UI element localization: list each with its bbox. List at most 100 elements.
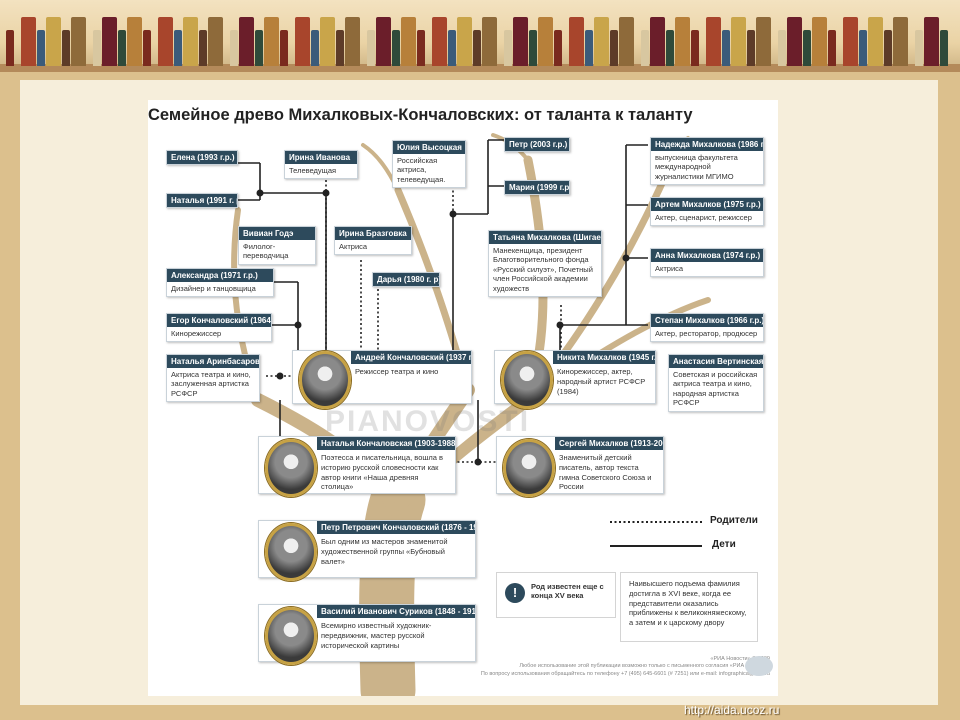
book-spine — [401, 17, 416, 66]
portrait-photo — [265, 439, 317, 497]
exclamation-icon: ! — [505, 583, 525, 603]
person-name: Александра (1971 г.р.) — [167, 269, 273, 282]
person-name: Ирина Бразговка — [335, 227, 411, 240]
legend-parents: Родители — [710, 515, 758, 526]
book-spine — [21, 17, 36, 66]
book-spine — [691, 30, 699, 66]
person-card-tatiana: Татьяна Михалкова (Шигаева) Манекенщица,… — [488, 230, 602, 297]
book-spine — [924, 17, 939, 66]
book-spine — [320, 17, 335, 66]
person-name: Егор Кончаловский (1964 г.р.) — [167, 314, 271, 327]
book-spine — [504, 30, 512, 66]
book-spine — [208, 17, 223, 66]
legend-children: Дети — [712, 539, 736, 550]
person-name: Петр (2003 г.р.) — [505, 138, 569, 151]
book-spine — [230, 30, 238, 66]
person-name: Надежда Михалкова (1986 г.р.) — [651, 138, 763, 151]
book-spine — [295, 17, 310, 66]
credits-usage: Любое использование этой публикации возм… — [519, 663, 770, 670]
book-spine — [473, 30, 481, 66]
ria-logo-icon — [745, 656, 773, 676]
book-spine — [594, 17, 609, 66]
portrait-card-petr-konchalovsky: Петр Петрович Кончаловский (1876 - 1956)… — [258, 520, 476, 581]
book-spine — [46, 17, 61, 66]
person-name: Анна Михалкова (1974 г.р.) — [651, 249, 763, 262]
book-spine — [884, 30, 892, 66]
person-desc: выпускница факультета международной журн… — [655, 153, 738, 181]
book-spine — [37, 30, 45, 66]
legend-lines — [610, 521, 702, 547]
book-spine — [666, 30, 674, 66]
book-spine — [513, 17, 528, 66]
book-spine — [787, 17, 802, 66]
person-name: Наталья (1991 г. р) — [167, 194, 237, 207]
portrait-photo — [299, 351, 351, 409]
person-card-natalia-1991: Наталья (1991 г. р) — [166, 193, 238, 208]
book-spine — [367, 30, 375, 66]
portrait-card-andrei: Андрей Кончаловский (1937 г.р.) Режиссер… — [292, 350, 472, 409]
person-name: Татьяна Михалкова (Шигаева) — [489, 231, 601, 244]
book-spine — [868, 17, 883, 66]
portrait-photo — [503, 439, 555, 497]
person-name: Вивиан Годэ — [239, 227, 315, 240]
portrait-card-nikita: Никита Михалков (1945 г.р.) Кинорежиссер… — [494, 350, 656, 409]
portrait-card-surikov: Василий Иванович Суриков (1848 - 1916) В… — [258, 604, 476, 665]
person-desc: Телеведущая — [289, 166, 337, 175]
book-spine — [843, 17, 858, 66]
book-spine — [174, 30, 182, 66]
person-card-anastasia: Анастасия Вертинская Советская и российс… — [668, 354, 764, 412]
note-origin-text: Род известен еще с конца XV века — [531, 582, 604, 601]
book-spine — [376, 17, 391, 66]
person-card-nadezhda: Надежда Михалкова (1986 г.р.) выпускница… — [650, 137, 764, 186]
book-spine — [585, 30, 593, 66]
person-card-maria: Мария (1999 г.р.) — [504, 180, 570, 195]
person-desc: Советская и российская актриса театра и … — [673, 370, 758, 408]
person-card-petr-2003: Петр (2003 г.р.) — [504, 137, 570, 152]
book-spine — [457, 17, 472, 66]
book-spine — [199, 30, 207, 66]
book-spine — [158, 17, 173, 66]
book-spine — [392, 30, 400, 66]
person-desc: Актер, ресторатор, продюсер — [655, 329, 758, 338]
person-card-yulia: Юлия Высоцкая Российская актриса, телеве… — [392, 140, 466, 189]
person-name: Мария (1999 г.р.) — [505, 181, 569, 194]
portrait-photo — [501, 351, 553, 409]
person-card-artem: Артем Михалков (1975 г.р.) Актер, сценар… — [650, 197, 764, 227]
book-spine — [893, 17, 908, 66]
book-spine — [336, 30, 344, 66]
book-spine — [569, 17, 584, 66]
portrait-card-natalia-konchalovskaya: Наталья Кончаловская (1903-1988) Поэтесс… — [258, 436, 456, 497]
book-spine — [940, 30, 948, 66]
book-spine — [143, 30, 151, 66]
book-spine — [619, 17, 634, 66]
person-desc: Актриса — [655, 264, 684, 273]
portrait-card-sergei: Сергей Михалков (1913-2009) Знаменитый д… — [496, 436, 664, 497]
person-card-anna: Анна Михалкова (1974 г.р.) Актриса — [650, 248, 764, 278]
credits: «РИА Новости» © 2009 Любое использование… — [360, 656, 770, 678]
book-spine — [828, 30, 836, 66]
book-spine — [529, 30, 537, 66]
book-spine — [803, 30, 811, 66]
bookshelf-banner — [0, 0, 960, 72]
credits-copyright: «РИА Новости» © 2009 — [710, 656, 770, 662]
book-spine — [118, 30, 126, 66]
person-desc: Поэтесса и писательница, вошла в историю… — [321, 453, 444, 492]
book-spine — [93, 30, 101, 66]
book-spine — [6, 30, 14, 66]
connector-dots — [256, 189, 630, 466]
book-spine — [183, 17, 198, 66]
book-spine — [102, 17, 117, 66]
book-spine — [538, 17, 553, 66]
book-spine — [482, 17, 497, 66]
book-spine — [675, 17, 690, 66]
book-spine — [706, 17, 721, 66]
person-desc: Российская актриса, телеведущая. — [397, 156, 446, 184]
book-spine — [255, 30, 263, 66]
book-spine — [641, 30, 649, 66]
person-name: Наталья Аринбасарова — [167, 355, 259, 368]
shelf-ledge — [0, 64, 960, 72]
book-spine — [311, 30, 319, 66]
person-card-daria: Дарья (1980 г. р) — [372, 272, 440, 287]
book-spine — [71, 17, 86, 66]
person-desc: Дизайнер и танцовщица — [171, 284, 256, 293]
